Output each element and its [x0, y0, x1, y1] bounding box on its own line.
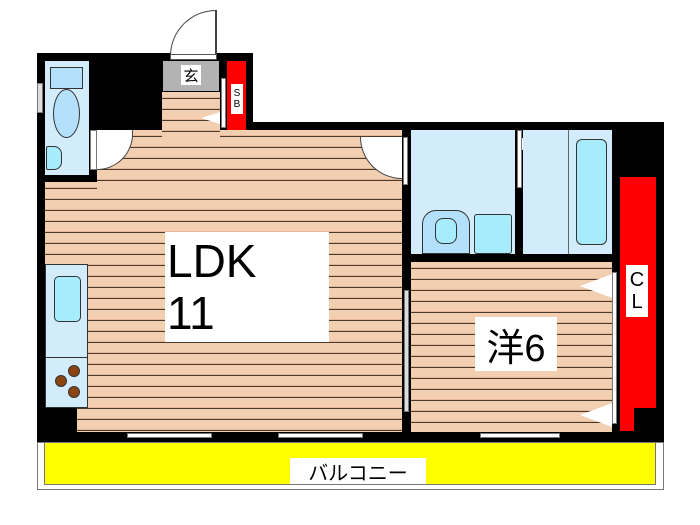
stove-burner-2 [55, 375, 67, 387]
toilet-bowl [53, 89, 80, 138]
washroom-door [517, 130, 522, 188]
closet-corner [634, 408, 656, 432]
ldk-door-leaf [403, 137, 408, 185]
western-closet-door [612, 272, 617, 424]
closet-label: C L [626, 265, 648, 317]
entrance-label: 玄 [181, 65, 201, 85]
ldk-floor-upper [97, 130, 402, 190]
stove-burner-1 [68, 365, 80, 377]
western-room-label: 洋6 [475, 317, 557, 371]
shoe-box-label-b: B [233, 99, 241, 110]
entrance-door-sill [170, 54, 217, 60]
ldk-label: LDK 11 [165, 232, 329, 342]
toilet-door-leaf [90, 130, 97, 170]
entrance-door-leaf [215, 10, 217, 56]
bathroom-dressing [523, 130, 568, 254]
toilet-window [37, 83, 43, 113]
ldk-window-left [127, 433, 212, 438]
closet-label-l: L [631, 291, 643, 313]
stove-burner-3 [68, 386, 80, 398]
shoe-box-door [221, 78, 226, 128]
toilet2-bowl [435, 218, 457, 244]
closet-label-c: C [629, 269, 645, 291]
western-room-sliding-door [404, 290, 409, 412]
wash-basin [46, 146, 62, 170]
ldk-window-right [278, 433, 363, 438]
kitchen-column [45, 408, 77, 432]
toilet-tank [50, 67, 83, 89]
shoe-box-label-s: S [233, 88, 241, 99]
western-window [480, 433, 560, 438]
stove-divider [45, 357, 88, 358]
washing-machine [474, 214, 512, 254]
kitchen-sink [54, 276, 81, 322]
closet-door-marker-bottom [580, 403, 612, 427]
balcony-label: バルコニー [290, 458, 426, 485]
shoe-box-label: S B [231, 84, 243, 114]
bathtub [576, 139, 607, 245]
ldk-label-size: 11 [167, 287, 215, 339]
shoe-box-door-marker [201, 112, 220, 124]
ldk-label-type: LDK [167, 235, 257, 287]
closet-door-marker-top [580, 274, 612, 298]
entrance-door-arc [170, 10, 216, 56]
